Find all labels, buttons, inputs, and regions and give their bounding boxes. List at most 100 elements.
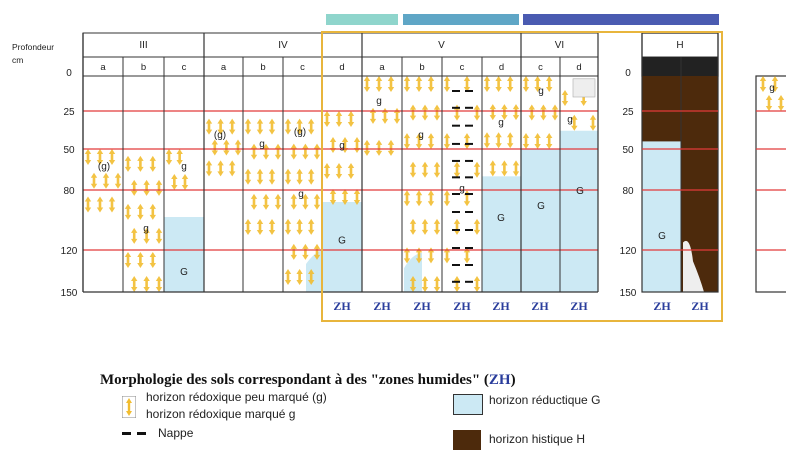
redox-mark: [223, 139, 230, 156]
zh-label: ZH: [373, 299, 391, 313]
top-band-indigo: [523, 14, 719, 25]
redox-mark: [427, 247, 435, 264]
reductique-legend-swatch: [453, 394, 483, 415]
redox-mark: [308, 168, 315, 185]
redox-mark: [137, 203, 144, 220]
nappe-dash: [465, 247, 473, 249]
redox-mark: [155, 227, 163, 244]
class-label-IV: IV: [278, 40, 288, 51]
h-depth-label-80: 80: [622, 186, 634, 197]
redox-mark: [387, 139, 395, 156]
sub-label-a: a: [100, 62, 106, 73]
redox-mark: [561, 90, 569, 106]
redox-mark: [501, 104, 508, 121]
redox-mark: [409, 218, 417, 235]
redox-mark: [522, 76, 530, 92]
redox-mark: [415, 247, 423, 264]
redox-mark: [149, 251, 156, 268]
g-label-partial: g: [769, 83, 775, 94]
redox-mark: [131, 179, 138, 196]
redox-mark: [528, 104, 535, 121]
legend-title-zh: ZH: [488, 372, 511, 388]
pale-inclusion-H: [683, 240, 704, 292]
redox-mark: [108, 196, 116, 213]
redox-mark: [149, 155, 156, 172]
nappe-dash: [465, 211, 473, 213]
redox-mark: [415, 76, 423, 92]
G-label-III-c: G: [180, 267, 188, 278]
redox-mark: [409, 161, 417, 178]
zh-label: ZH: [653, 299, 671, 313]
zh-label: ZH: [531, 299, 549, 313]
h-subheader-dark: [642, 57, 718, 76]
redox-mark: [489, 160, 496, 177]
redox-mark: [375, 76, 383, 92]
G-label-V-d: G: [497, 213, 505, 224]
nappe-dash: [452, 247, 460, 249]
nappe-dash: [452, 124, 460, 127]
redox-mark: [244, 118, 252, 135]
redox-mark: [551, 104, 559, 121]
redox-mark: [137, 155, 144, 172]
sub-label-a: a: [379, 62, 385, 73]
G-label-VI-d: G: [576, 186, 584, 197]
redox-mark: [403, 190, 411, 207]
redox-mark: [313, 193, 321, 210]
redox-mark: [427, 76, 435, 92]
redox-mark: [256, 168, 264, 185]
redox-mark: [546, 76, 553, 92]
redox-mark: [777, 95, 785, 111]
redox-mark: [495, 132, 502, 149]
redox-mark: [256, 118, 264, 135]
nappe-dash: [465, 106, 473, 109]
redox-mark: [483, 132, 491, 149]
redox-mark: [143, 276, 150, 292]
redox-mark: [433, 104, 441, 121]
redox-mark: [131, 276, 138, 292]
nappe-dash: [465, 193, 473, 195]
redox-mark: [302, 193, 309, 210]
nappe-dash: [452, 280, 460, 283]
redox-mark: [244, 168, 252, 185]
redox-mark: [347, 163, 355, 179]
redox-mark: [84, 196, 92, 213]
redox-mark: [427, 190, 435, 207]
redox-mark: [165, 149, 173, 165]
sub-header-bg: [83, 57, 598, 76]
g-label-IV-d: g: [339, 140, 345, 151]
redox-mark: [274, 193, 282, 210]
zh-label: ZH: [570, 299, 588, 313]
nappe-dash: [465, 159, 473, 162]
redox-mark: [433, 276, 441, 292]
redox-mark: [443, 76, 451, 92]
redox-mark: [296, 218, 303, 235]
redox-mark: [296, 168, 303, 185]
redox-mark: [217, 118, 224, 135]
class-label-VI: VI: [555, 40, 564, 51]
redox-mark: [453, 161, 461, 178]
redox-mark: [393, 107, 401, 124]
redox-mark: [124, 251, 132, 268]
redox-mark: [433, 218, 441, 235]
redox-mark: [483, 76, 491, 92]
zh-label: ZH: [333, 299, 351, 313]
nappe-dash: [465, 142, 473, 145]
redox-mark: [501, 160, 508, 177]
depth-label-80: 80: [63, 186, 75, 197]
redox-mark: [463, 133, 471, 150]
redox-mark: [211, 139, 218, 156]
redox-mark: [229, 160, 236, 177]
histique-legend-swatch: [453, 430, 481, 450]
redox-mark: [250, 193, 258, 210]
redox-mark: [268, 168, 276, 185]
redox-mark: [495, 76, 502, 92]
redox-mark: [765, 95, 773, 111]
legend-redox-strong: horizon rédoxique marqué g: [146, 407, 296, 421]
nappe-dash: [465, 90, 473, 92]
h-depth-label-120: 120: [620, 246, 637, 257]
sub-label-a: a: [221, 62, 227, 73]
redox-mark: [323, 163, 331, 179]
redox-mark: [415, 133, 423, 150]
redox-mark: [124, 203, 132, 220]
redox-mark: [421, 104, 429, 121]
